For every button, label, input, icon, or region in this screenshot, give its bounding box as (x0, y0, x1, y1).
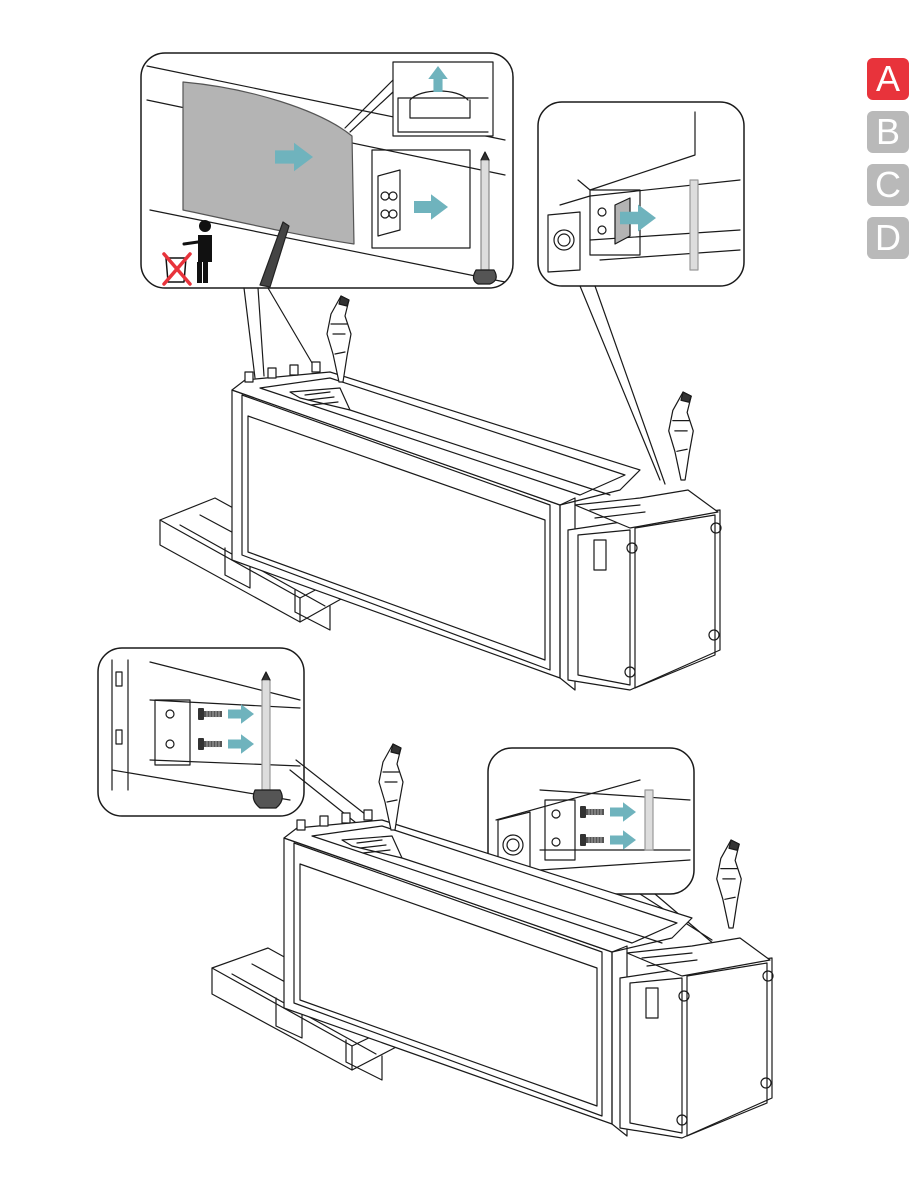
detail-callout-screws-left (98, 648, 304, 816)
detail-callout-remove-panel (141, 53, 513, 288)
detail-callout-bracket-right (538, 102, 744, 286)
clamp-left-icon (327, 296, 351, 382)
clamp-right-icon-2 (717, 840, 742, 928)
clamp-left-icon-2 (379, 744, 403, 830)
clamp-right-icon (669, 392, 694, 480)
bathtub-top (160, 296, 721, 690)
